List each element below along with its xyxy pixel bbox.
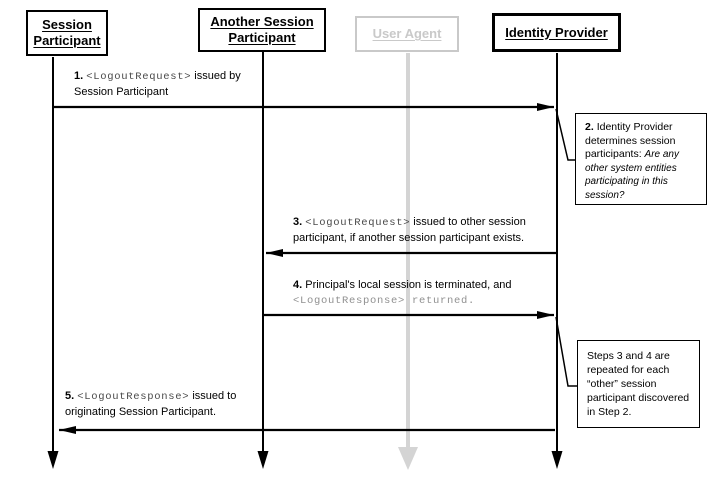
message-number: 3.	[293, 216, 306, 228]
message-number: 4.	[293, 279, 306, 291]
participant-box-identity-provider: Identity Provider	[492, 13, 621, 52]
message-text: issued by	[191, 70, 241, 82]
participant-label: User Agent	[372, 26, 442, 41]
user-agent-lifeline-arrowhead-icon	[398, 447, 418, 470]
participant-label: Another Session Participant	[210, 14, 314, 45]
message-4-label: 4. Principal's local session is terminat…	[293, 278, 512, 309]
message-1-label: 1. <LogoutRequest> issued by Session Part…	[74, 69, 241, 100]
message-text: issued to	[189, 390, 237, 402]
note-3-4-callout-line	[555, 316, 577, 387]
participant-label: Session Participant	[33, 17, 101, 48]
note-2-callout-line	[555, 108, 575, 161]
participant-label: Identity Provider	[505, 24, 608, 40]
note-text: Identity Provider determines session par…	[585, 121, 676, 160]
message-code-text: <LogoutResponse>	[77, 391, 190, 403]
message-text: Principal's local session is terminated,…	[305, 279, 512, 291]
note-number: 2.	[585, 121, 597, 133]
note-box-steps-3-4: Steps 3 and 4 are repeated for each “oth…	[577, 340, 700, 428]
message-code-text: <LogoutRequest>	[86, 71, 192, 83]
message-text-line2: originating Session Participant.	[65, 406, 217, 418]
message-text-line2: Session Participant	[74, 86, 169, 98]
session-participant-lifeline-arrowhead-icon	[47, 451, 59, 469]
message-number: 1.	[74, 70, 87, 82]
participant-box-user-agent: User Agent	[355, 16, 459, 52]
message-text-line2: participant, if another session particip…	[293, 232, 525, 244]
message-code-text: <LogoutRequest>	[305, 217, 411, 229]
note-italic-text: Are any other system entities participat…	[585, 149, 679, 201]
message-3-label: 3. <LogoutRequest> issued to other sessi…	[293, 215, 526, 246]
note-text: Steps 3 and 4 are repeated for each “oth…	[587, 350, 690, 418]
message-number: 5.	[65, 390, 78, 402]
participant-box-session-participant: Session Participant	[26, 10, 108, 56]
another-session-participant-lifeline-arrowhead-icon	[257, 451, 269, 469]
note-box-step-2: 2. Identity Provider determines session …	[575, 113, 707, 205]
message-code-text-line2: <LogoutResponse> returned.	[293, 295, 476, 307]
message-text: issued to other session	[410, 216, 526, 228]
participant-box-another-session-participant: Another Session Participant	[198, 8, 326, 52]
message-5-label: 5. <LogoutResponse> issued to originating…	[65, 389, 236, 420]
identity-provider-lifeline-arrowhead-icon	[551, 451, 563, 469]
